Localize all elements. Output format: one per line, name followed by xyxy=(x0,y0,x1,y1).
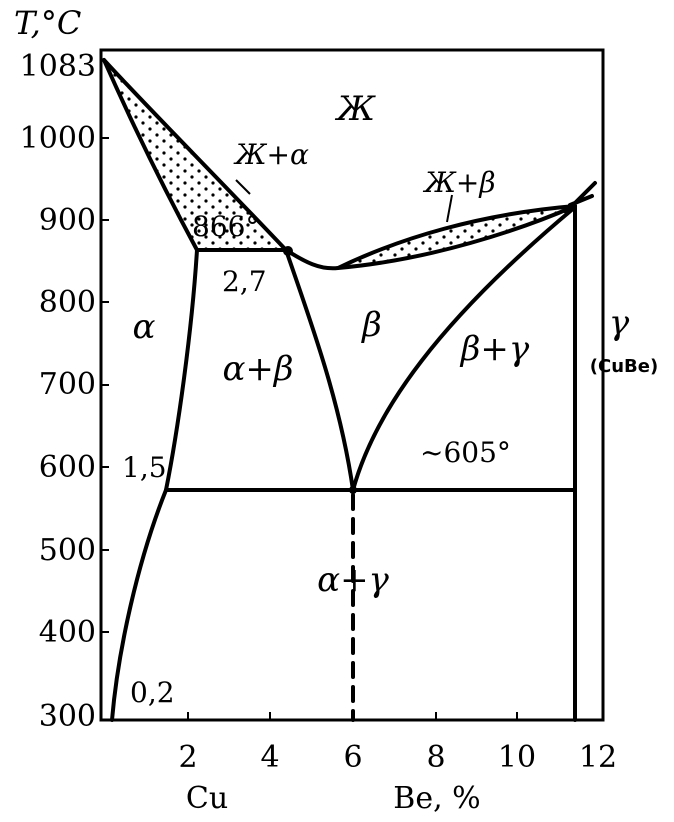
label-gamma-phase: (CuBe) xyxy=(590,356,658,377)
x-tick-labels: 2 4 6 8 10 12 xyxy=(178,740,617,775)
x-origin-label: Cu xyxy=(186,781,228,816)
y-tick-600: 600 xyxy=(39,450,96,485)
liquidus-alpha-line xyxy=(102,58,288,252)
x-tick-12: 12 xyxy=(579,740,617,775)
y-tick-500: 500 xyxy=(39,533,96,568)
label-beta-gamma: β+γ xyxy=(459,329,530,369)
y-tick-1083: 1083 xyxy=(20,49,96,84)
x-tick-8: 8 xyxy=(426,740,445,775)
label-eutectoid-temp: ~605° xyxy=(420,436,511,469)
label-beta: β xyxy=(360,305,382,345)
label-gamma: γ xyxy=(609,303,630,343)
eutectoid-point xyxy=(349,486,357,494)
solidus-alpha-line xyxy=(102,58,199,252)
x-tick-4: 4 xyxy=(260,740,279,775)
x-tick-6: 6 xyxy=(343,740,362,775)
y-axis-title: T,°C xyxy=(14,4,81,42)
x-axis-title: Be, % xyxy=(393,781,480,816)
label-alpha-gamma: α+γ xyxy=(317,560,389,600)
y-tick-300: 300 xyxy=(39,699,96,734)
liquid-beta-leader xyxy=(446,194,453,223)
y-tick-800: 800 xyxy=(39,285,96,320)
solidus-beta-line xyxy=(336,204,577,270)
label-solvus-low: 0,2 xyxy=(130,676,175,709)
label-liquid-beta: Ж+β xyxy=(422,166,495,199)
label-peritectic-conc: 2,7 xyxy=(222,265,267,298)
phase-boundaries xyxy=(102,58,597,722)
y-tick-1000: 1000 xyxy=(20,121,96,156)
liquid-beta-field xyxy=(338,206,575,268)
gamma-liquidus-tick xyxy=(564,181,597,214)
label-liquid-alpha: Ж+α xyxy=(233,138,309,171)
y-tick-900: 900 xyxy=(39,203,96,238)
label-alpha-beta: α+β xyxy=(222,349,293,389)
label-alpha: α xyxy=(133,307,156,347)
x-tick-2: 2 xyxy=(178,740,197,775)
label-solvus-high: 1,5 xyxy=(122,451,167,484)
beta-gamma-boundary xyxy=(351,206,576,492)
label-peritectic-temp: 866° xyxy=(192,210,259,243)
y-tick-labels: 1083 1000 900 800 700 600 500 400 300 xyxy=(20,49,96,734)
x-tick-marks xyxy=(187,712,518,720)
x-tick-10: 10 xyxy=(498,740,536,775)
liquid-alpha-leader xyxy=(235,179,251,195)
beta-alpha-boundary xyxy=(284,248,355,492)
y-tick-700: 700 xyxy=(39,367,96,402)
y-tick-400: 400 xyxy=(39,615,96,650)
peritectic-point xyxy=(283,246,293,256)
label-liquid: Ж xyxy=(334,89,376,129)
y-tick-marks xyxy=(101,137,109,633)
liquidus-beta-line xyxy=(284,204,577,271)
